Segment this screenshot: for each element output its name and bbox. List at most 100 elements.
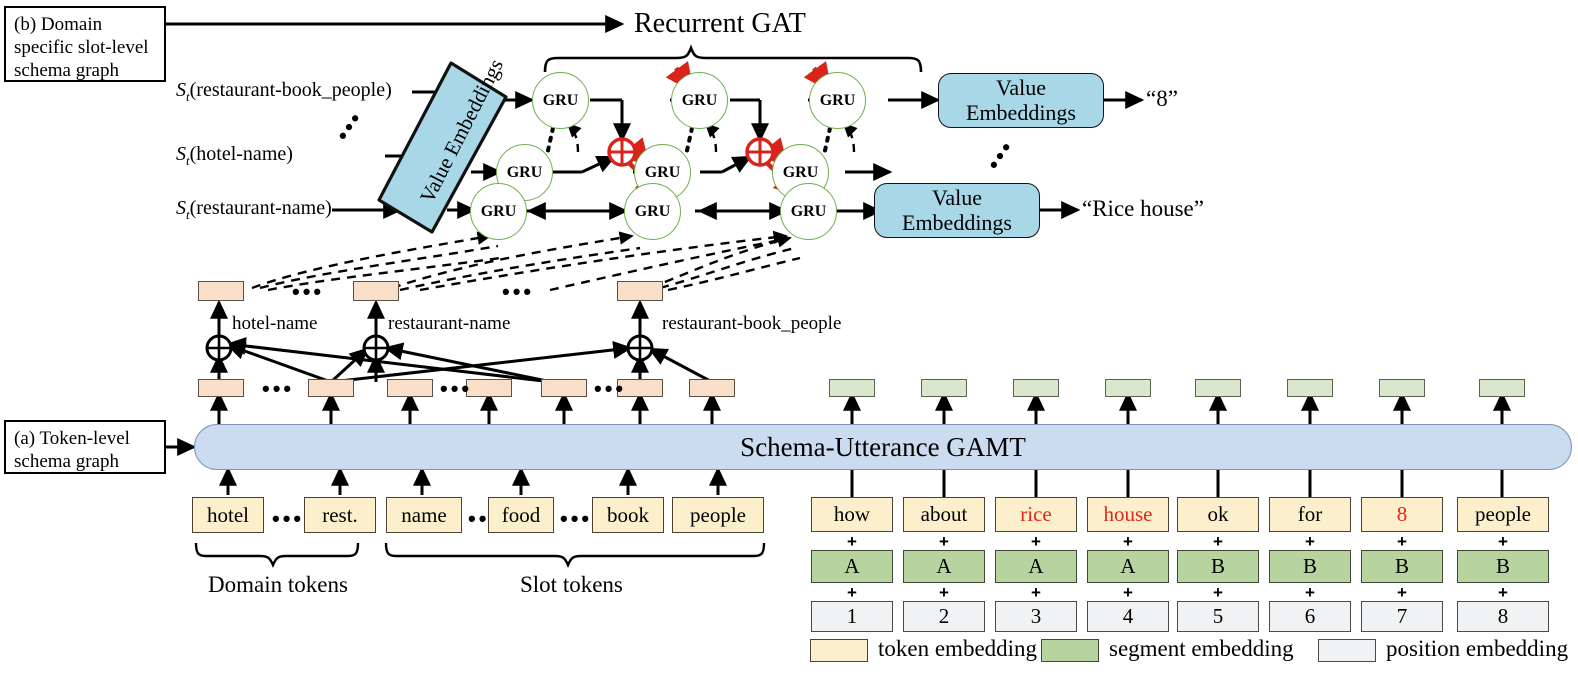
gamt-out-utterance-0 <box>829 379 875 397</box>
utterance-segment-4[interactable]: B <box>1177 550 1259 583</box>
gamt-out-schema-4 <box>541 379 587 397</box>
gamt-schema-ellipsis-1: ••• <box>262 376 295 401</box>
gamt-out-schema-3 <box>466 379 512 397</box>
value-embeddings-input-shape <box>377 61 508 234</box>
value-embeddings-output-1[interactable]: Value Embeddings <box>874 183 1040 238</box>
plus-token-segment-3: + <box>1123 531 1133 551</box>
utterance-token-3[interactable]: house <box>1087 497 1169 532</box>
gru-node-r2c1[interactable]: GRU <box>496 144 553 201</box>
gamt-out-utterance-3 <box>1105 379 1151 397</box>
gamt-out-schema-6 <box>689 379 735 397</box>
value-embeddings-output-0-line2: Embeddings <box>966 99 1076 125</box>
slot-state-sub-0: t <box>186 89 190 104</box>
schema-token-ellipsis-1: ••• <box>272 506 305 531</box>
utterance-segment-0[interactable]: A <box>811 550 893 583</box>
slot-name-label-0: hotel-name <box>232 313 318 334</box>
schema-token-food[interactable]: food <box>488 497 554 533</box>
utterance-token-5[interactable]: for <box>1269 497 1351 532</box>
utterance-position-4[interactable]: 5 <box>1177 601 1259 632</box>
plus-token-segment-5: + <box>1305 531 1315 551</box>
slot-state-label-1: St(hotel-name) <box>176 143 293 169</box>
slot-state-prefix-0: S <box>176 79 186 101</box>
utterance-position-2[interactable]: 3 <box>995 601 1077 632</box>
domain-tokens-label: Domain tokens <box>208 572 348 597</box>
slot-embedding-restaurant-book-people <box>617 281 663 301</box>
slot-embedding-restaurant-name <box>353 281 399 301</box>
slot-embedding-ellipsis-2: ••• <box>502 279 535 304</box>
slot-embedding-ellipsis-1: ••• <box>292 279 325 304</box>
legend-label-segment-embedding: segment embedding <box>1109 636 1294 661</box>
utterance-token-4[interactable]: ok <box>1177 497 1259 532</box>
recurrent-gat-label: Recurrent GAT <box>634 8 806 39</box>
gru-node-r3c3[interactable]: GRU <box>780 183 837 240</box>
caption-b-text: (b) Domain specific slot-level schema gr… <box>14 14 149 82</box>
legend-label-token-embedding: token embedding <box>878 636 1038 661</box>
utterance-segment-6[interactable]: B <box>1361 550 1443 583</box>
utterance-position-5[interactable]: 6 <box>1269 601 1351 632</box>
plus-token-segment-6: + <box>1397 531 1407 551</box>
utterance-segment-7[interactable]: B <box>1457 550 1549 583</box>
gamt-out-utterance-2 <box>1013 379 1059 397</box>
slot-state-label-2: St(restaurant-name) <box>176 197 332 223</box>
gru-node-r1c3[interactable]: GRU <box>809 72 866 129</box>
utterance-position-0[interactable]: 1 <box>811 601 893 632</box>
slot-state-sub-1: t <box>186 153 190 168</box>
gru-node-r1c1[interactable]: GRU <box>532 72 589 129</box>
slot-state-prefix-1: S <box>176 143 186 165</box>
value-output-text-1: “Rice house” <box>1082 196 1204 221</box>
gru-node-r3c1[interactable]: GRU <box>470 183 527 240</box>
gamt-schema-ellipsis-3: ••• <box>594 376 627 401</box>
plus-segment-position-4: + <box>1213 582 1223 602</box>
value-embeddings-output-1-line2: Embeddings <box>902 209 1012 235</box>
utterance-position-3[interactable]: 4 <box>1087 601 1169 632</box>
plus-segment-position-0: + <box>847 582 857 602</box>
slot-state-arg-2: (restaurant-name) <box>189 197 332 219</box>
caption-b-box: (b) Domain specific slot-level schema gr… <box>4 6 166 82</box>
gamt-out-utterance-4 <box>1195 379 1241 397</box>
utterance-segment-1[interactable]: A <box>903 550 985 583</box>
gamt-out-schema-2 <box>387 379 433 397</box>
utterance-token-0[interactable]: how <box>811 497 893 532</box>
utterance-token-7[interactable]: people <box>1457 497 1549 532</box>
slot-state-sub-2: t <box>186 207 190 222</box>
slot-state-label-0: St(restaurant-book_people) <box>176 79 392 105</box>
value-embeddings-output-0[interactable]: Value Embeddings <box>938 73 1104 128</box>
utterance-segment-5[interactable]: B <box>1269 550 1351 583</box>
utterance-token-2[interactable]: rice <box>995 497 1077 532</box>
schema-token-name[interactable]: name <box>386 497 462 533</box>
slot-name-label-2: restaurant-book_people <box>662 313 842 334</box>
plus-segment-position-7: + <box>1498 582 1508 602</box>
plus-token-segment-1: + <box>939 531 949 551</box>
gamt-out-schema-1 <box>308 379 354 397</box>
plus-token-segment-4: + <box>1213 531 1223 551</box>
plus-token-segment-7: + <box>1498 531 1508 551</box>
schema-token-hotel[interactable]: hotel <box>192 497 264 533</box>
utterance-position-7[interactable]: 8 <box>1457 601 1549 632</box>
value-output-text-0: “8” <box>1146 86 1178 111</box>
utterance-position-1[interactable]: 2 <box>903 601 985 632</box>
utterance-segment-3[interactable]: A <box>1087 550 1169 583</box>
utterance-segment-2[interactable]: A <box>995 550 1077 583</box>
slot-state-arg-1: (hotel-name) <box>189 143 293 165</box>
gamt-out-utterance-7 <box>1479 379 1525 397</box>
slot-name-label-1: restaurant-name <box>388 313 511 334</box>
utterance-token-1[interactable]: about <box>903 497 985 532</box>
gru-node-r2c3[interactable]: GRU <box>772 144 829 201</box>
gamt-out-utterance-1 <box>921 379 967 397</box>
gamt-out-utterance-5 <box>1287 379 1333 397</box>
plus-segment-position-3: + <box>1123 582 1133 602</box>
plus-token-segment-0: + <box>847 531 857 551</box>
utterance-token-6[interactable]: 8 <box>1361 497 1443 532</box>
legend-swatch-segment-embedding <box>1041 639 1099 662</box>
schema-token-book[interactable]: book <box>592 497 664 533</box>
schema-token-rest[interactable]: rest. <box>304 497 376 533</box>
schema-utterance-gamt-bar[interactable]: Schema-Utterance GAMT <box>194 424 1572 470</box>
plus-segment-position-1: + <box>939 582 949 602</box>
utterance-position-6[interactable]: 7 <box>1361 601 1443 632</box>
gru-node-r3c2[interactable]: GRU <box>624 183 681 240</box>
gru-node-r1c2[interactable]: GRU <box>671 72 728 129</box>
schema-token-people[interactable]: people <box>672 497 764 533</box>
caption-a-text: (a) Token-level schema graph <box>14 428 130 473</box>
legend-swatch-position-embedding <box>1318 639 1376 662</box>
